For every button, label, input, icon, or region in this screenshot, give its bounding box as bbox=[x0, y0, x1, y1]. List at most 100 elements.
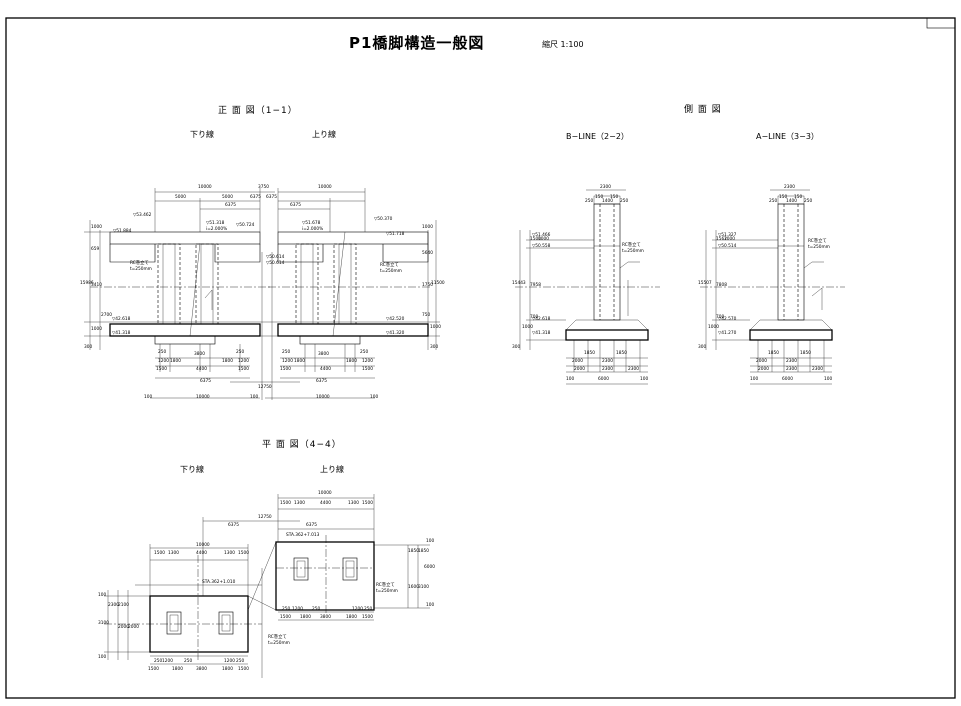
front-vdim: 2700 bbox=[101, 313, 112, 318]
side-a-footing bbox=[749, 319, 833, 331]
side-a-note: RC巻立て bbox=[808, 239, 827, 244]
side-b-note: RC巻立て bbox=[622, 243, 641, 248]
front-vdim: 5640 bbox=[422, 251, 433, 256]
plan-vdim: 1850 bbox=[408, 549, 419, 554]
front-dim: 5000 bbox=[222, 195, 233, 200]
side-b-vdim: 15443 bbox=[512, 281, 526, 286]
side-b-vdim: 1000 bbox=[538, 237, 549, 242]
front-level: i=2.000% bbox=[302, 227, 324, 232]
front-base-dim: 1500 bbox=[156, 367, 167, 372]
front-vdim: 11500 bbox=[431, 281, 445, 286]
side-view-b-label: B−LINE（2−2） bbox=[566, 132, 629, 141]
front-level: ▽50.614 bbox=[266, 261, 285, 266]
front-bottom-dim: 100 bbox=[250, 395, 259, 400]
side-a-vdim: 15507 bbox=[698, 281, 712, 286]
front-dim: 6375 bbox=[290, 203, 301, 208]
plan-bottom-dim: 3800 bbox=[320, 615, 331, 620]
plan-bottom-dim: 250 bbox=[312, 607, 321, 612]
plan-note: RC巻立て bbox=[268, 635, 287, 640]
front-view-right-label: 上り線 bbox=[312, 130, 336, 139]
side-a-note: t=250mm bbox=[808, 245, 830, 250]
side-b-level: ▽42.618 bbox=[532, 317, 551, 322]
side-b-dim: 2000 bbox=[574, 367, 585, 372]
plan-bottom-dim: 1800 bbox=[346, 615, 357, 620]
plan-bottom-dim: 1500 bbox=[362, 615, 373, 620]
side-a-vdim: 1562 bbox=[716, 237, 727, 242]
front-base-dim: 1200 bbox=[158, 359, 169, 364]
plan-dim: 1500 bbox=[280, 501, 291, 506]
front-level: ▽53.462 bbox=[133, 213, 152, 218]
front-level: ▽41.320 bbox=[386, 331, 405, 336]
plan-vdim: 2000 bbox=[128, 625, 139, 630]
front-dim: 6375 bbox=[266, 195, 277, 200]
side-b-column bbox=[593, 203, 621, 321]
front-level: i=2.000% bbox=[206, 227, 228, 232]
plan-dim: 4400 bbox=[320, 501, 331, 506]
side-a-vdim: 300 bbox=[698, 345, 707, 350]
side-b-dim: 2300 bbox=[602, 359, 613, 364]
plan-sta-right: STA.362+7.013 bbox=[286, 533, 320, 538]
side-b-level: ▽50.558 bbox=[532, 244, 551, 249]
plan-vdim: 2300 bbox=[108, 603, 119, 608]
side-a-dim: 2000 bbox=[758, 367, 769, 372]
plan-view-right-label: 上り線 bbox=[320, 465, 344, 474]
front-base-dim: 1200 bbox=[282, 359, 293, 364]
side-a-dim: 150 bbox=[779, 195, 788, 200]
front-base-dim: 250 bbox=[282, 350, 291, 355]
front-level: ▽51.318 bbox=[206, 221, 225, 226]
front-base-dim: 4400 bbox=[196, 367, 207, 372]
front-note: t=250mm bbox=[380, 269, 402, 274]
front-base-dim: 1800 bbox=[222, 359, 233, 364]
plan-right-footing bbox=[275, 541, 375, 611]
front-level: ▽51.718 bbox=[386, 232, 405, 237]
front-base-dim: 250 bbox=[236, 350, 245, 355]
plan-bottom-dim: 250 bbox=[282, 607, 291, 612]
plan-dim: 6375 bbox=[306, 523, 317, 528]
front-base-dim: 1800 bbox=[170, 359, 181, 364]
plan-note: t=250mm bbox=[268, 641, 290, 646]
side-a-dim: 2300 bbox=[786, 359, 797, 364]
side-b-dim: 2300 bbox=[600, 185, 611, 190]
side-view-a-label: A−LINE（3−3） bbox=[756, 132, 819, 141]
plan-dim: 1500 bbox=[238, 551, 249, 556]
plan-bottom-dim: 1500 bbox=[148, 667, 159, 672]
side-b-dim: 1850 bbox=[584, 351, 595, 356]
side-b-dim: 150 bbox=[595, 195, 604, 200]
front-view-heading: 正 面 図（1−1） bbox=[218, 106, 298, 116]
front-note: t=250mm bbox=[130, 267, 152, 272]
side-a-dim: 150 bbox=[794, 195, 803, 200]
side-view-heading: 側 面 図 bbox=[684, 105, 722, 115]
front-dim: 3750 bbox=[258, 185, 269, 190]
side-b-vdim: 1500 bbox=[530, 237, 541, 242]
front-level: ▽42.618 bbox=[112, 317, 131, 322]
side-a-dim: 2300 bbox=[784, 185, 795, 190]
front-base-dim: 1200 bbox=[238, 359, 249, 364]
front-bottom-dim: 10000 bbox=[196, 395, 210, 400]
side-b-dim: 150 bbox=[610, 195, 619, 200]
side-b-dim: 100 bbox=[566, 377, 575, 382]
front-vdim: 3410 bbox=[91, 283, 102, 288]
front-bottom-dim: 12750 bbox=[258, 385, 272, 390]
plan-dim: 4400 bbox=[196, 551, 207, 556]
side-a-dim: 6000 bbox=[782, 377, 793, 382]
plan-bottom-dim: 1500 bbox=[280, 615, 291, 620]
side-b-dim: 250 bbox=[585, 199, 594, 204]
plan-vdim: 100 bbox=[98, 655, 107, 660]
plan-view-heading: 平 面 図（4−4） bbox=[262, 440, 342, 450]
side-a-dim: 1850 bbox=[768, 351, 779, 356]
side-b-note: t=250mm bbox=[622, 249, 644, 254]
front-view-drawing bbox=[84, 188, 440, 400]
front-right-column-a bbox=[295, 243, 319, 325]
sheet-border bbox=[5, 17, 956, 699]
plan-dim: 1300 bbox=[224, 551, 235, 556]
plan-vdim: 6000 bbox=[424, 565, 435, 570]
side-a-level: ▽41.270 bbox=[718, 331, 737, 336]
side-b-vdim: 1000 bbox=[522, 325, 533, 330]
front-bottom-dim: 10000 bbox=[316, 395, 330, 400]
front-vdim: 300 bbox=[84, 345, 93, 350]
side-b-dim: 2300 bbox=[628, 367, 639, 372]
plan-bottom-dim: 1500 bbox=[238, 667, 249, 672]
plan-bottom-dim: 250 bbox=[154, 659, 163, 664]
front-dim: 10000 bbox=[318, 185, 332, 190]
plan-vdim: 3100 bbox=[418, 585, 429, 590]
